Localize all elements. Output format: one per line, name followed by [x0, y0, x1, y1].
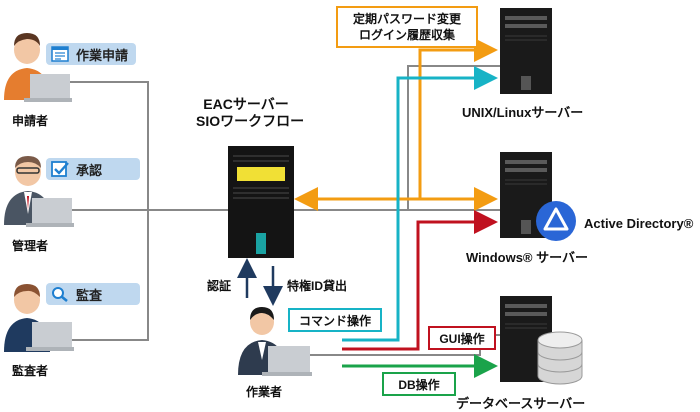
windows-server-label: Windows® サーバー — [466, 250, 588, 265]
password-log-box: 定期パスワード変更 ログイン履歴収集 — [336, 6, 478, 48]
eac-title: EACサーバー SIOワークフロー — [196, 96, 305, 130]
privileged-id-label: 特権ID貸出 — [287, 279, 348, 293]
login-history-label: ログイン履歴収集 — [358, 28, 455, 42]
work-request-label: 作業申請 — [76, 47, 129, 63]
work-request-badge: 作業申請 — [46, 43, 137, 65]
database-server-label: データベースサーバー — [456, 396, 586, 411]
auditor-label: 監査者 — [12, 364, 49, 378]
command-operation-box: コマンド操作 — [288, 308, 382, 332]
form-icon — [51, 46, 69, 62]
active-directory-label: Active Directory® — [584, 216, 694, 231]
unix-server-label: UNIX/Linuxサーバー — [462, 105, 584, 120]
applicant-label: 申請者 — [12, 114, 49, 128]
magnifier-icon — [52, 287, 68, 302]
eac-title-line1: EACサーバー — [203, 96, 289, 112]
approval-label: 承認 — [76, 162, 103, 178]
manager-label: 管理者 — [12, 239, 49, 253]
orange-branch-line — [418, 38, 498, 199]
command-line — [342, 66, 498, 342]
db-operation-box: DB操作 — [382, 372, 456, 396]
audit-label: 監査 — [76, 287, 103, 303]
checkbox-icon — [51, 161, 69, 177]
auth-label: 認証 — [207, 279, 232, 293]
eac-to-unix-gray-line — [407, 65, 500, 210]
gui-operation-box: GUI操作 — [428, 326, 496, 350]
gui-operation-label: GUI操作 — [439, 331, 485, 346]
audit-badge: 監査 — [46, 283, 140, 305]
db-operation-label: DB操作 — [398, 377, 440, 392]
operator-label: 作業者 — [246, 385, 283, 399]
password-change-label: 定期パスワード変更 — [352, 12, 461, 26]
eac-title-line2: SIOワークフロー — [196, 113, 305, 129]
command-operation-label: コマンド操作 — [298, 313, 371, 328]
approval-badge: 承認 — [46, 158, 140, 180]
gui-line — [342, 210, 498, 351]
